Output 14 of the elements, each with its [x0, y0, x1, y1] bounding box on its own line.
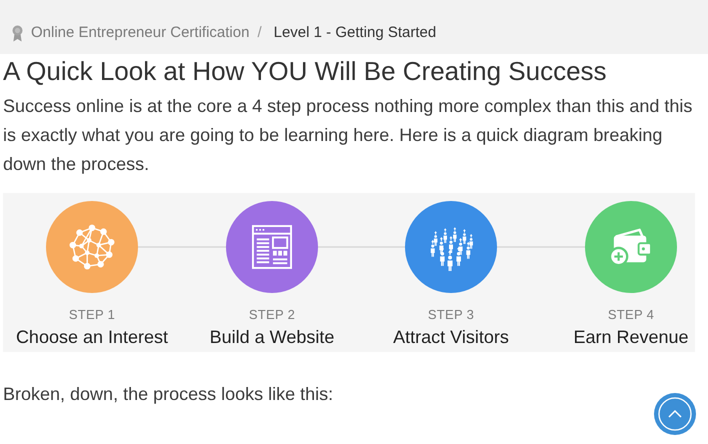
step-title: Build a Website — [210, 326, 334, 348]
step-title: Attract Visitors — [393, 326, 509, 348]
step-number-label: STEP 3 — [428, 307, 474, 323]
paragraph: Success online is at the core a 4 step process nothing more complex than this and this is exactly what you are going to be learning here. Here is a quick diagram breaking down the process. — [3, 95, 693, 176]
step-number-label: STEP 4 — [608, 307, 654, 323]
step-number-label: STEP 1 — [68, 307, 116, 323]
step-title: Earn Revenue — [573, 326, 689, 348]
step-number-label: STEP 2 — [248, 307, 296, 323]
step-title: Choose an Interest — [16, 326, 168, 348]
page-title: A Quick Look at How YOU Will Be Creating Success — [3, 56, 608, 86]
breadcrumb-separator: / — [257, 24, 262, 42]
paragraph: Broken, down, the process looks like this: — [3, 383, 334, 406]
breadcrumb-current: Level 1 - Getting Started — [274, 24, 436, 42]
breadcrumb-link: Online Entrepreneur Certification — [31, 24, 250, 42]
